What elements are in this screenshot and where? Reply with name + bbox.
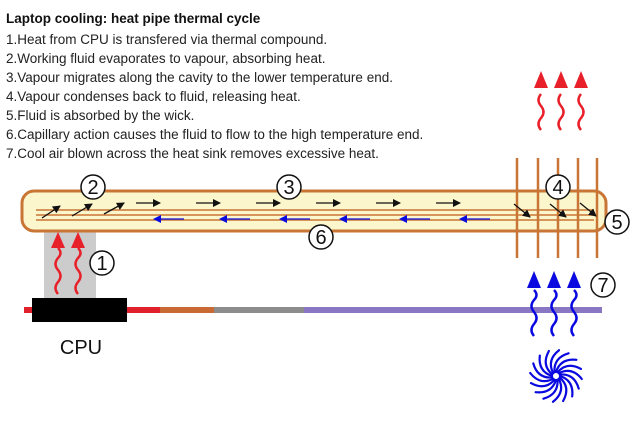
fan-blade: [542, 378, 559, 400]
fan-blade: [551, 377, 563, 403]
cpu-label: CPU: [60, 337, 102, 359]
marker-7-label: 7: [597, 275, 608, 297]
vapour-flow-arrows: [41, 199, 597, 219]
heat-arrow-icon: [554, 71, 568, 131]
marker-2: 2: [80, 174, 106, 200]
fan-blade: [532, 362, 554, 379]
marker-3-label: 3: [283, 177, 294, 199]
vapour-arrow: [513, 203, 531, 218]
board-segment-orange: [160, 307, 214, 313]
marker-5-label: 5: [611, 212, 622, 234]
step-4-text: 4.Vapour condenses back to fluid, releas…: [6, 89, 301, 104]
cpu-heat-arrows: [51, 232, 85, 295]
marker-6: 6: [308, 224, 334, 250]
marker-4-label: 4: [552, 177, 563, 199]
fan-blade: [538, 354, 554, 378]
marker-2-label: 2: [87, 177, 98, 199]
thermal-compound: [44, 228, 96, 298]
step-2-text: 2.Working fluid evaporates to vapour, ab…: [6, 51, 326, 66]
cool-air-arrow-icon: [527, 271, 541, 337]
marker-6-label: 6: [315, 227, 326, 249]
marker-5: 5: [604, 209, 630, 235]
cpu-chip: [32, 298, 127, 322]
cool-air-arrows: [527, 271, 581, 337]
heat-arrow-icon: [51, 232, 65, 295]
step-7-text: 7.Cool air blown across the heat sink re…: [6, 146, 379, 161]
fan-icon: [529, 349, 583, 403]
step-3-text: 3.Vapour migrates along the cavity to th…: [6, 70, 393, 85]
fan-blade: [557, 369, 583, 381]
step-1-text: 1.Heat from CPU is transfered via therma…: [6, 32, 328, 47]
fan-blade: [553, 352, 570, 374]
diagram-title: Laptop cooling: heat pipe thermal cycle: [6, 11, 261, 26]
marker-4: 4: [545, 174, 571, 200]
marker-1: 1: [89, 250, 115, 276]
board-segment-purple: [304, 307, 602, 313]
fan-blade: [558, 373, 580, 390]
step-5-text: 5.Fluid is absorbed by the wick.: [6, 108, 195, 123]
fan-blade: [529, 371, 555, 383]
board-segment-gray: [214, 307, 304, 313]
marker-7: 7: [590, 272, 616, 298]
step-6-text: 6.Capillary action causes the fluid to f…: [6, 127, 424, 142]
heat-arrow-icon: [574, 71, 588, 131]
fan-blade: [558, 376, 568, 403]
vapour-arrow: [549, 203, 567, 218]
marker-3: 3: [276, 174, 302, 200]
marker-1-label: 1: [96, 253, 107, 275]
vapour-arrow: [579, 202, 597, 217]
exhaust-heat-arrows: [534, 71, 588, 131]
fan-blade: [534, 378, 558, 394]
vapour-arrow: [103, 202, 125, 215]
vapour-arrow: [71, 203, 93, 217]
description-block: Laptop cooling: heat pipe thermal cycle …: [6, 10, 606, 163]
fan-blade: [544, 349, 554, 376]
cool-air-arrow-icon: [567, 271, 581, 337]
fan-blade: [529, 378, 556, 388]
vapour-arrow: [41, 205, 61, 219]
cool-air-arrow-icon: [547, 271, 561, 337]
wick: [36, 209, 594, 221]
fan-blade: [556, 364, 583, 374]
fan-blade: [558, 374, 574, 398]
fan-blade: [554, 358, 578, 374]
heat-arrow-icon: [534, 71, 548, 131]
fan-blade: [549, 349, 561, 375]
heat-arrow-icon: [71, 232, 85, 295]
